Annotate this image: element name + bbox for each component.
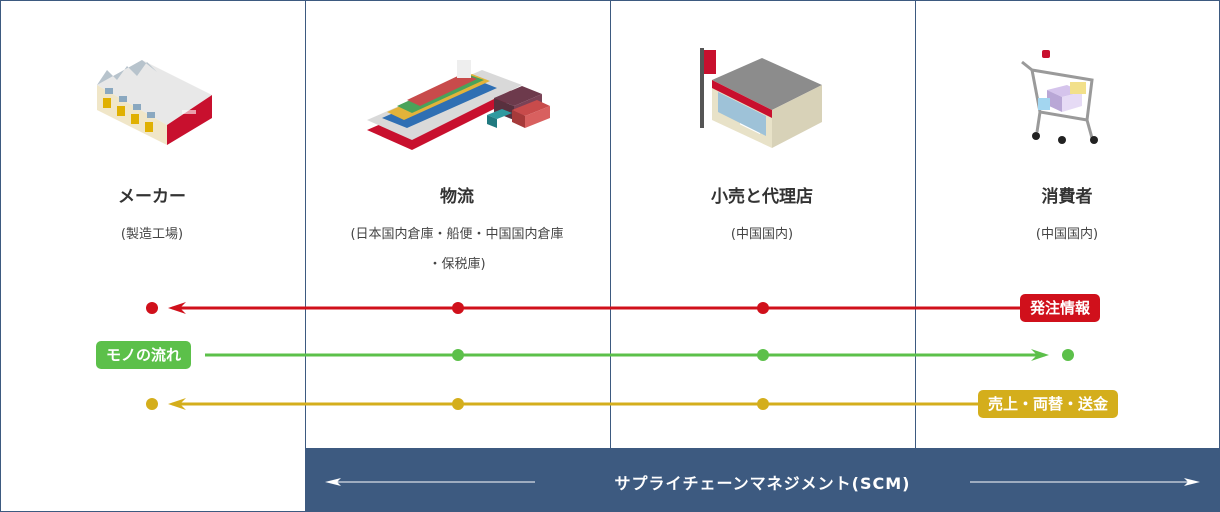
scm-arrows [325, 478, 1200, 486]
column-subtitle: (日本国内倉庫・船便・中国国内倉庫 ・保税庫) [305, 220, 609, 280]
column-subtitle: (中国国内) [915, 220, 1219, 250]
column-consumer: 消費者 (中国国内) [915, 0, 1219, 300]
factory-icon [97, 60, 212, 145]
subtitle-line: (中国国内) [730, 227, 794, 242]
store-icon [700, 48, 822, 148]
column-maker: メーカー (製造工場) [0, 0, 304, 300]
order-info-badge: 発注情報 [1020, 294, 1101, 322]
cargo-ship-icon [367, 60, 550, 150]
column-title: 消費者 [1041, 187, 1093, 207]
column-divider [305, 0, 306, 448]
flow-node [146, 398, 158, 410]
arrowhead-left-icon [168, 398, 186, 410]
subtitle-line: (製造工場) [120, 227, 184, 242]
column-title: メーカー [118, 187, 186, 207]
flow-node [452, 302, 464, 314]
flow-node [1062, 349, 1074, 361]
flow-node [452, 349, 464, 361]
flow-lines [146, 302, 1074, 410]
column-logistics: 物流 (日本国内倉庫・船便・中国国内倉庫 ・保税庫) [305, 0, 609, 300]
arrowhead-left-icon [168, 302, 186, 314]
subtitle-line: ・保税庫) [428, 257, 486, 272]
arrowhead-right-icon [1184, 478, 1200, 486]
column-title: 物流 [440, 187, 474, 207]
flow-node [757, 349, 769, 361]
flow-node [452, 398, 464, 410]
scm-bar: サプライチェーンマネジメント(SCM) [305, 448, 1220, 512]
column-divider [915, 0, 916, 448]
subtitle-line: (日本国内倉庫・船便・中国国内倉庫 [350, 227, 564, 242]
column-subtitle: (中国国内) [610, 220, 914, 250]
column-divider [610, 0, 611, 448]
flow-node [757, 302, 769, 314]
column-subtitle: (製造工場) [0, 220, 304, 250]
shopping-cart-icon [1021, 50, 1098, 144]
scm-label: サプライチェーンマネジメント(SCM) [614, 474, 911, 493]
arrowhead-right-icon [1031, 349, 1049, 361]
flow-node [146, 302, 158, 314]
payment-badge: 売上・両替・送金 [978, 390, 1119, 418]
subtitle-line: (中国国内) [1035, 227, 1099, 242]
column-title: 小売と代理店 [711, 187, 813, 207]
column-retail: 小売と代理店 (中国国内) [610, 0, 914, 300]
arrowhead-left-icon [325, 478, 341, 486]
goods-flow-badge: モノの流れ [96, 341, 192, 369]
flow-node [757, 398, 769, 410]
